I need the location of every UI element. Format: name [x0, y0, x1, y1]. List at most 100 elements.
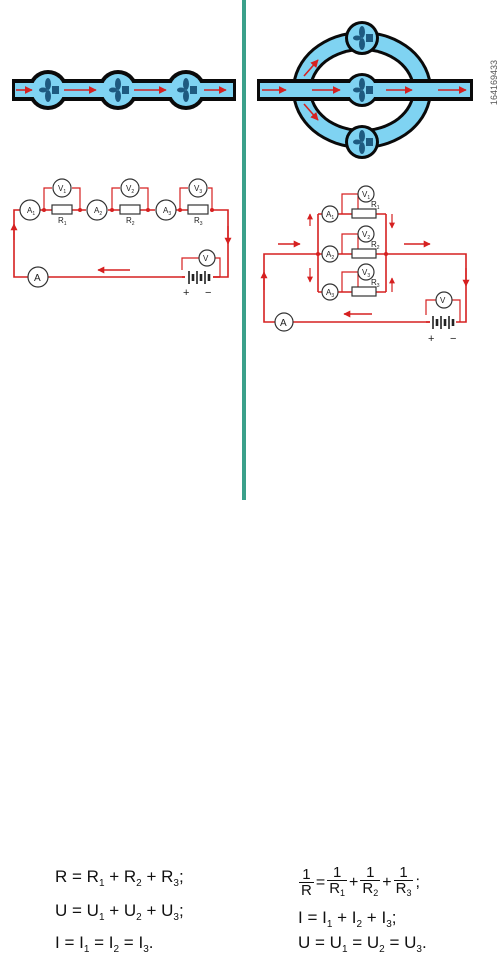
formula-term: U1	[329, 933, 348, 955]
series-circuit	[10, 178, 232, 288]
series-v1-label: V1	[58, 184, 66, 195]
parallel-voltmeter-v1	[357, 185, 375, 203]
parallel-a2-label: A2	[326, 250, 334, 261]
parallel-voltmeter-v3	[357, 263, 375, 281]
parallel-formula-voltage: U = U1 = U2 = U3.	[298, 933, 427, 955]
parallel-r2-label: R2	[371, 240, 380, 251]
fan-icon	[353, 130, 373, 154]
formula-term: I2	[351, 908, 363, 930]
parallel-v2-label: V2	[362, 230, 370, 241]
parallel-ammeter-a1	[321, 205, 339, 223]
formula-term: R1	[86, 867, 105, 889]
fan-icon	[109, 78, 129, 102]
voltmeter-v1	[52, 178, 72, 198]
parallel-circuit-labels: A1 A2 A3 V1 V2 V3 R1 R2 R3 A V + −	[280, 190, 456, 345]
battery-icon	[426, 314, 456, 330]
formula-term: U2	[366, 933, 385, 955]
parallel-v1-label: V1	[362, 190, 370, 201]
fan-icon	[177, 78, 197, 102]
series-r3-label: R3	[194, 216, 203, 227]
series-formula-voltage: U = U1 + U2 + U3;	[55, 901, 184, 923]
series-plus-label: +	[183, 287, 189, 299]
ammeter-a3	[155, 199, 177, 221]
parallel-voltmeter-label: V	[440, 296, 446, 305]
parallel-pipe-analogy	[257, 21, 473, 159]
series-r2-label: R2	[126, 216, 135, 227]
parallel-formula-current: I = I1 + I2 + I3;	[298, 908, 397, 930]
formula-term: I1	[79, 933, 90, 955]
parallel-a3-label: A3	[326, 288, 334, 299]
parallel-plus-label: +	[428, 333, 434, 345]
series-formula-resistance: R = R1 + R2 + R3;	[55, 867, 184, 889]
fan-icon	[39, 78, 59, 102]
series-a3-label: A3	[163, 206, 171, 217]
main-ammeter	[27, 266, 49, 288]
ammeter-a2	[86, 199, 108, 221]
series-v3-label: V3	[194, 184, 202, 195]
formula-term: R2	[123, 867, 142, 889]
parallel-resistor-r2	[351, 248, 377, 259]
formula-end: ;	[178, 867, 184, 886]
formula-term: I1	[322, 908, 333, 930]
series-minus-label: −	[205, 287, 211, 299]
parallel-minus-label: −	[450, 333, 456, 345]
parallel-circuit	[260, 185, 470, 332]
series-v2-label: V2	[126, 184, 134, 195]
parallel-resistor-r1	[351, 208, 377, 219]
ammeter-a1	[19, 199, 41, 221]
series-pipe-analogy	[12, 70, 236, 110]
parallel-battery-voltmeter	[435, 291, 453, 309]
formula-term: U1	[86, 901, 105, 923]
formula-end: ;	[391, 908, 397, 927]
battery-voltmeter	[198, 249, 216, 267]
formula-lhs: U	[298, 933, 311, 952]
parallel-resistor-r3	[351, 286, 377, 297]
formula-lhs: U	[55, 901, 68, 920]
battery-icon	[182, 269, 220, 285]
series-voltmeter-label: V	[203, 254, 209, 263]
fan-icon	[353, 78, 373, 102]
resistor-r1	[51, 204, 73, 215]
diagram-canvas: A1 A2 A3 V1 V2 V3 R1 R2 R3 A V + −	[10, 0, 473, 500]
parallel-r1-label: R1	[371, 200, 380, 211]
formula-end: .	[421, 933, 427, 952]
formula-term: I3	[381, 908, 392, 930]
parallel-r3-label: R3	[371, 278, 380, 289]
formula-term: I2	[108, 933, 120, 955]
fan-icon	[353, 26, 373, 50]
parallel-main-ammeter	[274, 312, 294, 332]
series-r1-label: R1	[58, 216, 67, 227]
parallel-voltmeter-v2	[357, 225, 375, 243]
series-main-ammeter-label: A	[34, 273, 41, 284]
formula-end: .	[148, 933, 154, 952]
formula-term: R3	[161, 867, 179, 889]
formula-lhs: I	[298, 908, 303, 927]
parallel-a1-label: A1	[326, 210, 334, 221]
parallel-ammeter-a3	[321, 283, 339, 301]
series-a1-label: A1	[27, 206, 35, 217]
formula-term: U2	[123, 901, 142, 923]
voltmeter-v3	[188, 178, 208, 198]
formula-term: U3	[404, 933, 422, 955]
series-formula-current: I = I1 = I2 = I3.	[55, 933, 154, 955]
formula-term: I3	[138, 933, 149, 955]
stock-id: 164169433	[489, 60, 499, 106]
parallel-v3-label: V3	[362, 268, 370, 279]
formula-end: ;	[178, 901, 184, 920]
formula-term: U3	[161, 901, 179, 923]
resistor-r3	[187, 204, 209, 215]
formula-lhs: R	[55, 867, 68, 886]
series-a2-label: A2	[94, 206, 102, 217]
physics-circuits-diagram: A1 A2 A3 V1 V2 V3 R1 R2 R3 A V + −	[10, 0, 499, 955]
parallel-ammeter-a2	[321, 245, 339, 263]
series-circuit-labels: A1 A2 A3 V1 V2 V3 R1 R2 R3 A V + −	[27, 184, 211, 299]
formula-lhs: I	[55, 933, 60, 952]
parallel-main-ammeter-label: A	[280, 318, 287, 329]
voltmeter-v2	[120, 178, 140, 198]
resistor-r2	[119, 204, 141, 215]
